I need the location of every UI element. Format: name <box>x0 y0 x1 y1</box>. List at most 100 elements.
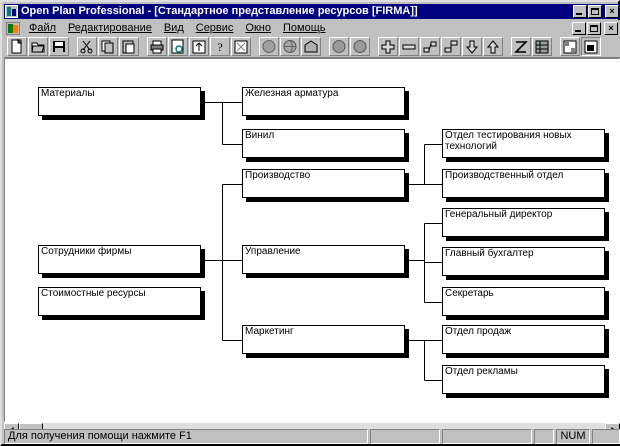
diagram-node[interactable]: Генеральный директор <box>442 208 609 241</box>
menu-item-view-label: Вид <box>163 22 184 34</box>
document-icon[interactable] <box>6 21 20 35</box>
menu-item-view[interactable]: Вид <box>158 21 190 35</box>
diagram-node[interactable]: Маркетинг <box>242 325 409 358</box>
menu-item-window-label: Окно <box>245 22 271 34</box>
table-view-icon[interactable] <box>532 37 552 56</box>
window-title: Open Plan Professional - [Стандартное пр… <box>21 5 418 17</box>
menu-item-edit[interactable]: Редактирование <box>62 21 158 35</box>
mdi-restore-button[interactable] <box>587 21 601 35</box>
diagram-node[interactable]: Главный бухгалтер <box>442 247 609 280</box>
application-icon <box>5 5 18 18</box>
svg-text:?: ? <box>217 40 222 54</box>
status-num-lock: NUM <box>556 429 590 444</box>
diagram-node[interactable]: Отдел рекламы <box>442 365 609 398</box>
move-up-icon[interactable] <box>483 37 503 56</box>
diagram-node[interactable]: Винил <box>242 129 409 162</box>
status-message: Для получения помощи нажмите F1 <box>4 429 368 444</box>
toolbar: ? <box>4 36 620 58</box>
mdi-child-controls: × <box>571 21 618 35</box>
node-body[interactable] <box>242 129 405 158</box>
title-bar[interactable]: Open Plan Professional - [Стандартное пр… <box>4 4 620 19</box>
node-label: Главный бухгалтер <box>445 248 534 259</box>
node-label: Производственный отдел <box>445 170 564 181</box>
status-field-a <box>370 429 440 444</box>
node-body[interactable] <box>242 325 405 354</box>
print-icon[interactable] <box>147 37 167 56</box>
node-body[interactable] <box>442 208 605 237</box>
node-body[interactable] <box>442 169 605 198</box>
layout-icon[interactable] <box>560 37 580 56</box>
node-label: Железная арматура <box>245 88 339 99</box>
diagram-node[interactable]: Управление <box>242 245 409 278</box>
node-label: Отдел рекламы <box>445 366 518 377</box>
status-field-b <box>442 429 532 444</box>
menu-item-edit-label: Редактирование <box>68 22 152 34</box>
remove-minus-icon[interactable] <box>399 37 419 56</box>
diagram-node[interactable]: Стоимостные ресурсы <box>38 287 205 320</box>
menu-bar: Файл Редактирование Вид Сервис Окно Помо… <box>4 20 620 36</box>
save-disk-icon[interactable] <box>49 37 69 56</box>
new-file-icon[interactable] <box>7 37 27 56</box>
node-body[interactable] <box>38 87 201 116</box>
node-body[interactable] <box>442 325 605 354</box>
minimize-button[interactable] <box>573 5 587 18</box>
fullscreen-icon[interactable] <box>581 37 601 56</box>
resource-shape-icon[interactable] <box>301 37 321 56</box>
help-question-icon[interactable]: ? <box>210 37 230 56</box>
menu-item-tools-label: Сервис <box>195 22 234 34</box>
node-body[interactable] <box>442 129 605 158</box>
paste-icon[interactable] <box>119 37 139 56</box>
menu-item-window[interactable]: Окно <box>239 21 277 35</box>
menu-item-help[interactable]: Помощь <box>277 21 332 35</box>
diagram-node[interactable]: Секретарь <box>442 287 609 320</box>
menu-item-file[interactable]: Файл <box>23 21 62 35</box>
status-field-d <box>592 429 620 444</box>
menu-item-file-label: Файл <box>29 22 57 34</box>
node-body[interactable] <box>242 87 405 116</box>
diagram-node[interactable]: Сотрудники фирмы <box>38 245 205 278</box>
link-icon[interactable] <box>420 37 440 56</box>
resource-globe-icon[interactable] <box>280 37 300 56</box>
cut-scissors-icon[interactable] <box>77 37 97 56</box>
node-label: Материалы <box>41 88 95 99</box>
diagram-node[interactable]: Производство <box>242 169 409 202</box>
window-controls: × <box>572 5 619 18</box>
node-body[interactable] <box>38 287 201 316</box>
node-filled-icon[interactable] <box>329 37 349 56</box>
restore-button[interactable] <box>588 5 602 18</box>
node-body[interactable] <box>442 287 605 316</box>
node-body[interactable] <box>38 245 201 274</box>
diagram-node[interactable]: Отдел тестирования новых технологий <box>442 129 609 162</box>
unlink-icon[interactable] <box>441 37 461 56</box>
node-filled2-icon[interactable] <box>350 37 370 56</box>
add-plus-icon[interactable] <box>378 37 398 56</box>
move-down-icon[interactable] <box>462 37 482 56</box>
node-label: Секретарь <box>445 288 494 299</box>
mdi-close-button[interactable]: × <box>604 21 618 35</box>
menu-item-tools[interactable]: Сервис <box>190 21 240 35</box>
node-body[interactable] <box>442 365 605 394</box>
print-preview-icon[interactable] <box>168 37 188 56</box>
node-body[interactable] <box>242 245 405 274</box>
diagram-node[interactable]: Железная арматура <box>242 87 409 120</box>
node-label: Отдел тестирования новых технологий <box>445 130 572 152</box>
zigzag-icon[interactable] <box>511 37 531 56</box>
diagram-node[interactable]: Материалы <box>38 87 205 120</box>
node-label: Управление <box>245 246 301 257</box>
copy-icon[interactable] <box>98 37 118 56</box>
node-label: Маркетинг <box>245 326 294 337</box>
resource-circle-icon[interactable] <box>259 37 279 56</box>
mdi-minimize-button[interactable] <box>572 21 586 35</box>
node-body[interactable] <box>442 247 605 276</box>
close-button[interactable]: × <box>605 5 619 18</box>
open-folder-icon[interactable] <box>28 37 48 56</box>
sort-icon[interactable] <box>189 37 209 56</box>
diagram-node[interactable]: Производственный отдел <box>442 169 609 202</box>
node-label: Производство <box>245 170 311 181</box>
diagram-node[interactable]: Отдел продаж <box>442 325 609 358</box>
context-help-icon[interactable] <box>231 37 251 56</box>
node-body[interactable] <box>242 169 405 198</box>
